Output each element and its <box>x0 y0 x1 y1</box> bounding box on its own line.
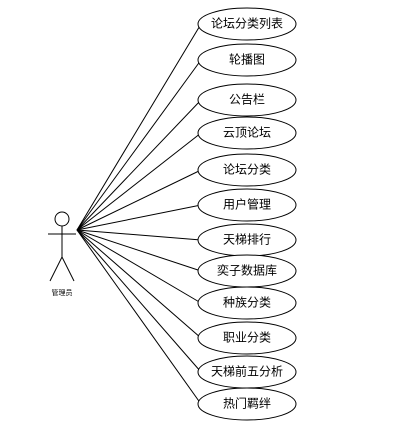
use-case-8: 奕子数据库 <box>197 254 297 288</box>
association-line-11 <box>76 229 202 373</box>
use-case-ellipse <box>197 7 297 41</box>
use-case-10: 职业分类 <box>197 321 297 355</box>
use-case-label: 轮播图 <box>229 53 265 67</box>
use-case-3: 公告栏 <box>197 83 297 117</box>
actor-right-leg <box>61 256 75 282</box>
use-case-5: 论坛分类 <box>197 153 297 187</box>
use-case-4: 云顶论坛 <box>197 116 297 150</box>
use-case-12: 热门羁绊 <box>197 387 297 421</box>
association-line-4 <box>76 132 202 231</box>
use-case-label: 职业分类 <box>223 331 271 345</box>
association-line-12 <box>76 229 202 405</box>
association-line-10 <box>76 229 202 339</box>
use-case-9: 种族分类 <box>197 286 297 320</box>
use-case-label: 论坛分类列表 <box>211 17 283 31</box>
association-lines <box>76 23 202 405</box>
use-case-ellipse <box>197 153 297 187</box>
use-case-ellipse <box>197 286 297 320</box>
use-case-ellipse <box>197 387 297 421</box>
use-case-6: 用户管理 <box>197 188 297 222</box>
use-case-label: 天梯前五分析 <box>211 364 283 379</box>
use-case-7: 天梯排行 <box>197 223 297 257</box>
use-case-label: 公告栏 <box>229 92 265 107</box>
use-case-ellipse <box>197 188 297 222</box>
use-case-1: 论坛分类列表 <box>197 7 297 41</box>
use-case-ellipse <box>197 83 297 117</box>
use-case-label: 用户管理 <box>223 197 271 212</box>
association-line-3 <box>76 99 202 231</box>
use-case-ellipse <box>197 43 297 77</box>
actor-label: 管理员 <box>52 288 73 297</box>
association-line-9 <box>76 229 202 304</box>
use-case-label: 奕子数据库 <box>217 263 277 278</box>
association-line-8 <box>76 229 202 272</box>
association-line-6 <box>76 204 202 231</box>
use-cases: 论坛分类列表 轮播图 公告栏 云顶论坛 论坛分类 用户管理 天梯排行 奕子数据 <box>197 7 297 421</box>
actor-head <box>54 211 70 227</box>
use-case-11: 天梯前五分析 <box>197 355 297 389</box>
actor: 管理员 <box>48 211 76 297</box>
use-case-label: 论坛分类 <box>223 163 271 177</box>
use-case-label: 热门羁绊 <box>223 396 271 411</box>
association-line-5 <box>76 169 202 231</box>
association-line-1 <box>76 23 202 231</box>
use-case-ellipse <box>197 116 297 150</box>
use-case-2: 轮播图 <box>197 43 297 77</box>
use-case-ellipse <box>197 321 297 355</box>
use-case-label: 天梯排行 <box>223 233 271 247</box>
association-line-2 <box>76 59 202 231</box>
association-line-7 <box>76 229 202 241</box>
use-case-label: 云顶论坛 <box>223 126 271 140</box>
actor-left-leg <box>49 256 63 282</box>
use-case-label: 种族分类 <box>223 296 271 310</box>
